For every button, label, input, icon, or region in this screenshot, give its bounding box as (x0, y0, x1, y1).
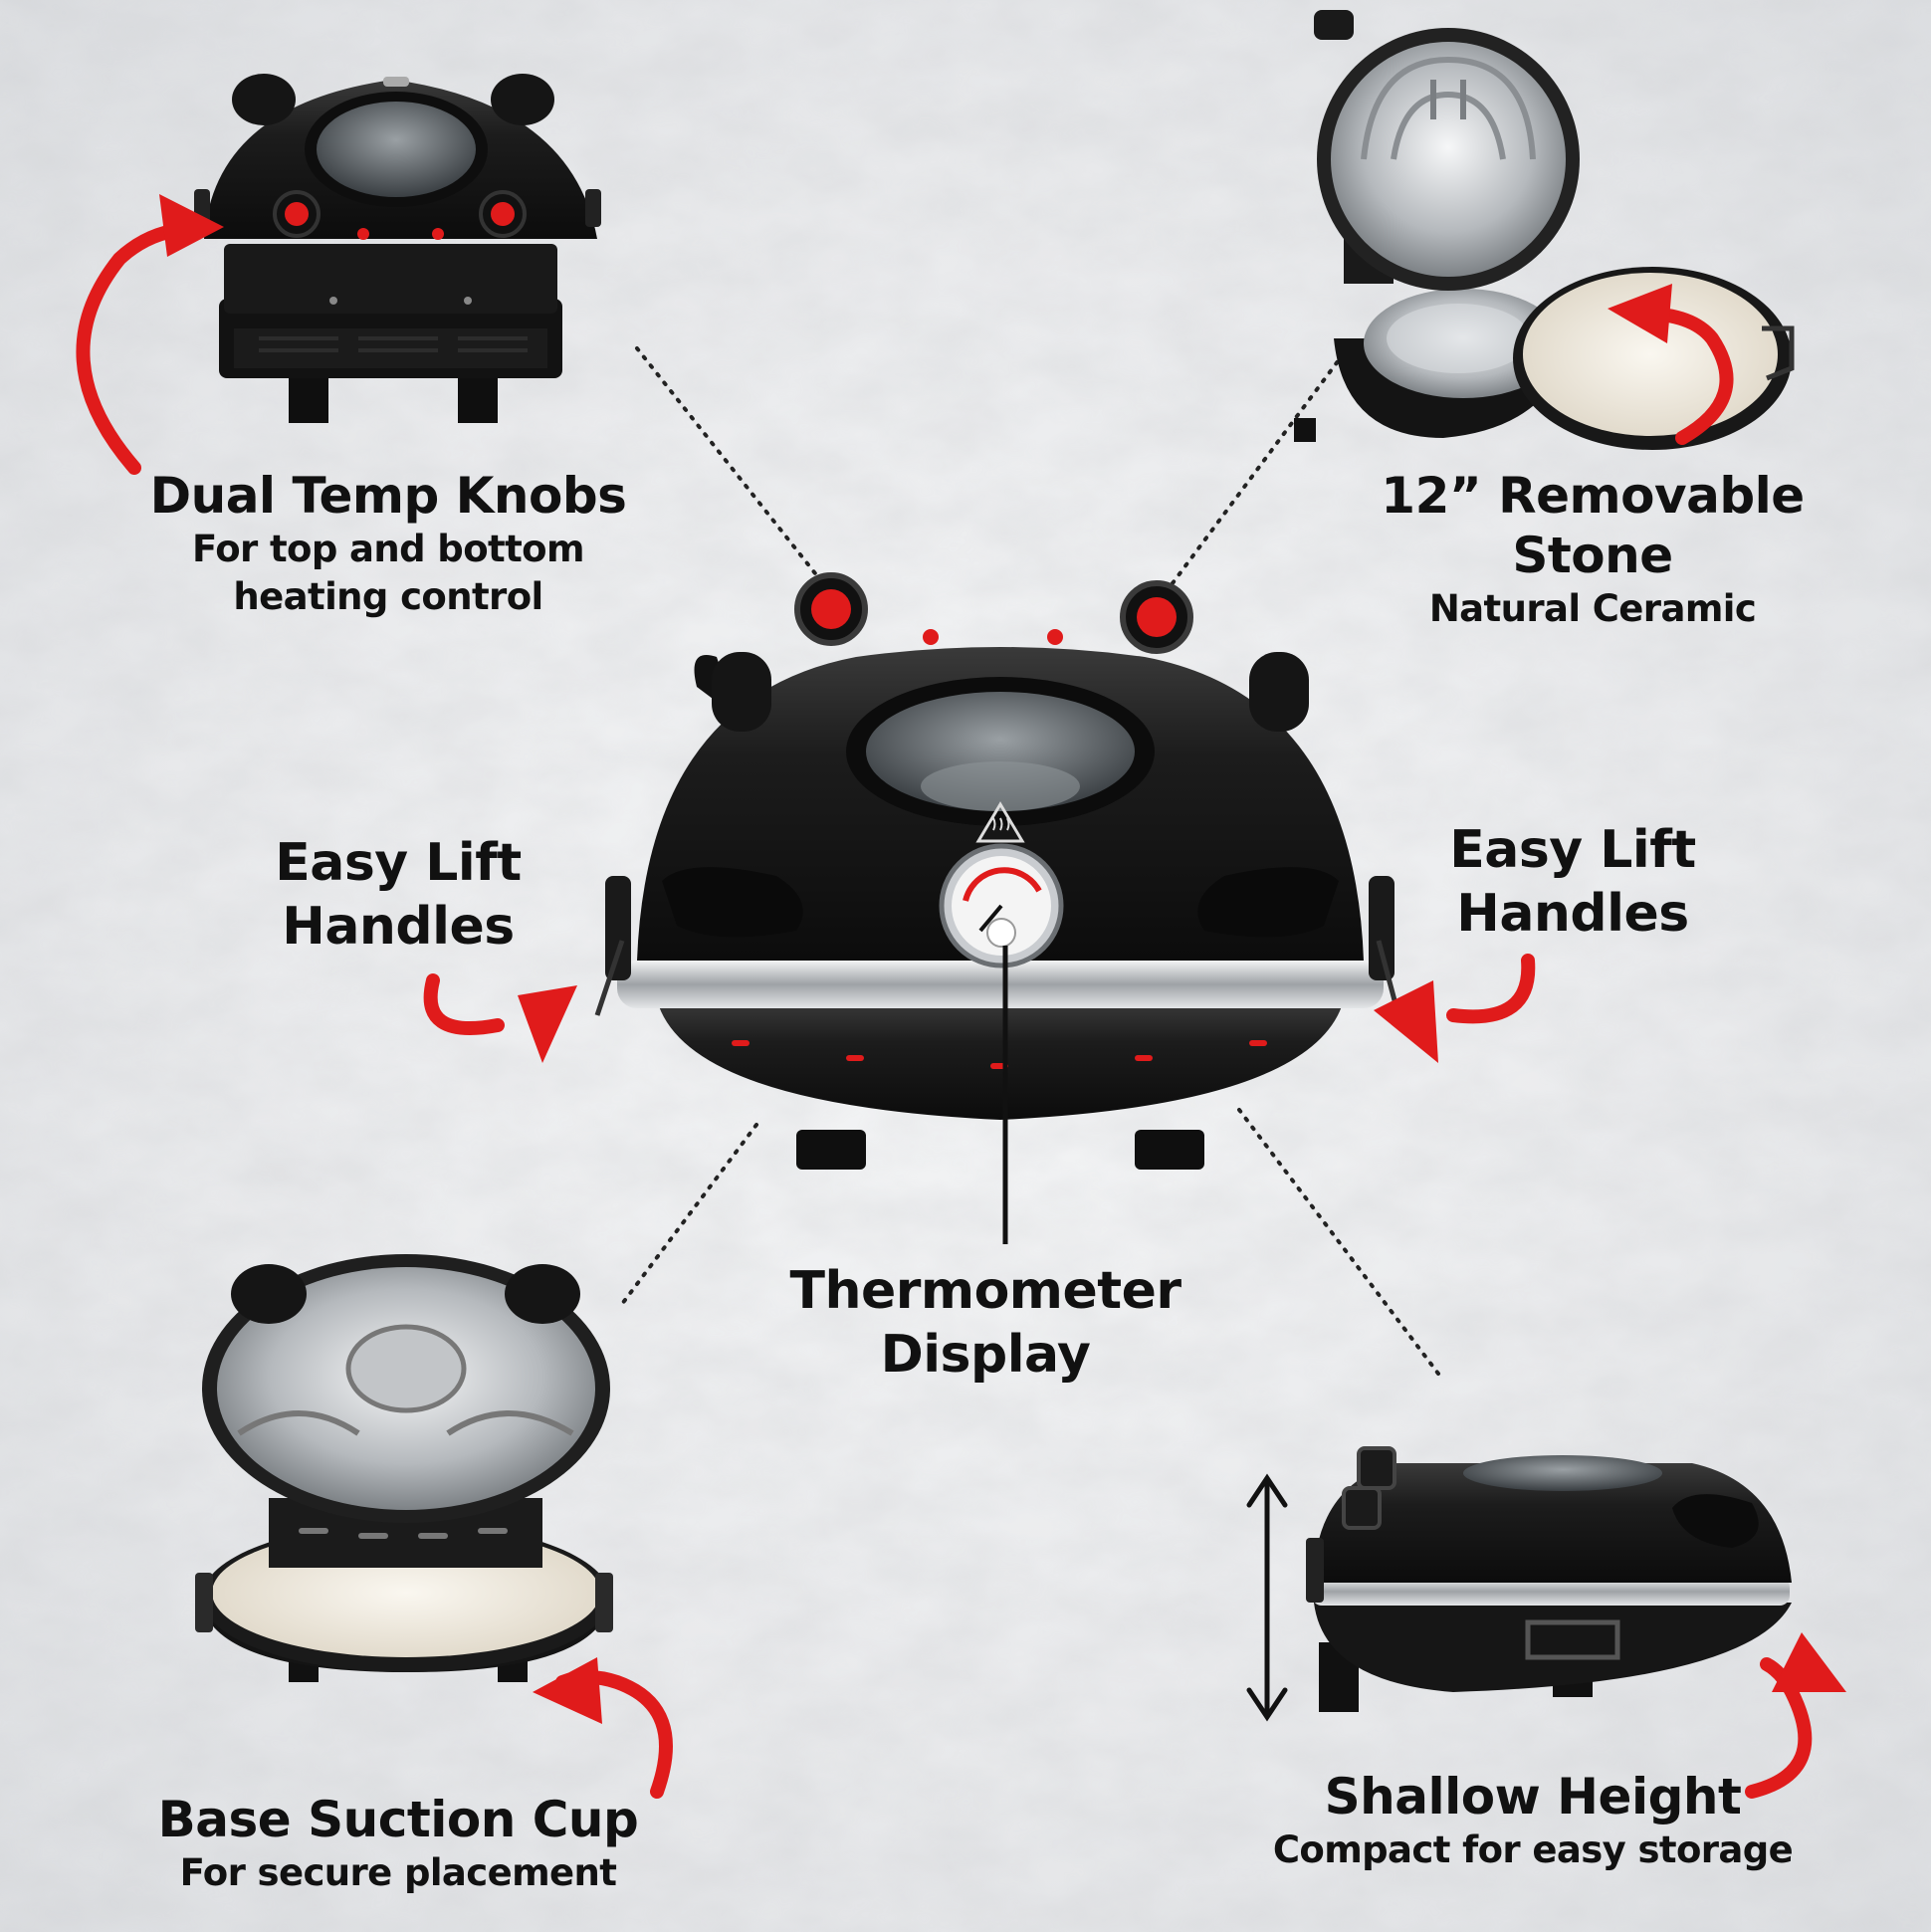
feature-removable-stone: 12” Removable Stone Natural Ceramic (1304, 466, 1881, 633)
feature-title: Dual Temp Knobs (149, 467, 627, 525)
feature-subtitle-line1: For top and bottom (192, 528, 585, 570)
feature-dual-temp-knobs: Dual Temp Knobs For top and bottom heati… (139, 466, 637, 621)
curved-arrow-icon (1374, 954, 1536, 1063)
feature-title: Base Suction Cup (157, 1791, 639, 1848)
feature-base-suction-cup: Base Suction Cup For secure placement (119, 1790, 677, 1897)
feature-title-line2: Handles (282, 897, 515, 957)
oven-open-front-view (195, 1254, 613, 1682)
feature-title-line2: Display (880, 1325, 1091, 1385)
oven-front-view (194, 74, 601, 423)
feature-title: 12” Removable Stone (1381, 467, 1805, 584)
feature-title: Shallow Height (1324, 1768, 1742, 1825)
curved-arrow-icon (533, 1657, 673, 1799)
feature-title-line1: Thermometer (789, 1261, 1181, 1321)
curved-arrow-icon (76, 194, 224, 475)
oven-open-stone-view (1294, 10, 1795, 450)
oven-side-view (1306, 1446, 1792, 1712)
curved-arrow-icon (1745, 1632, 1846, 1799)
feature-easy-lift-handles-right: Easy Lift Handles (1423, 818, 1722, 946)
heat-warning-icon (975, 801, 1025, 843)
feature-subtitle: For secure placement (179, 1851, 617, 1894)
feature-title-line1: Easy Lift (275, 833, 522, 893)
feature-subtitle: Natural Ceramic (1428, 587, 1757, 630)
connector-lines (620, 346, 1440, 1376)
feature-thermometer-display: Thermometer Display (776, 1259, 1194, 1387)
vertical-double-arrow-icon (1246, 1473, 1288, 1722)
feature-title-line1: Easy Lift (1449, 820, 1696, 880)
feature-shallow-height: Shallow Height Compact for easy storage (1234, 1767, 1831, 1874)
curved-arrow-icon (1608, 284, 1734, 445)
curved-arrow-icon (423, 973, 577, 1063)
feature-subtitle-line2: heating control (233, 575, 543, 618)
central-oven (594, 572, 1401, 1244)
feature-easy-lift-handles-left: Easy Lift Handles (249, 831, 547, 959)
feature-subtitle: Compact for easy storage (1272, 1828, 1794, 1871)
feature-title-line2: Handles (1456, 884, 1689, 944)
thermometer-gauge-icon (939, 843, 1064, 968)
